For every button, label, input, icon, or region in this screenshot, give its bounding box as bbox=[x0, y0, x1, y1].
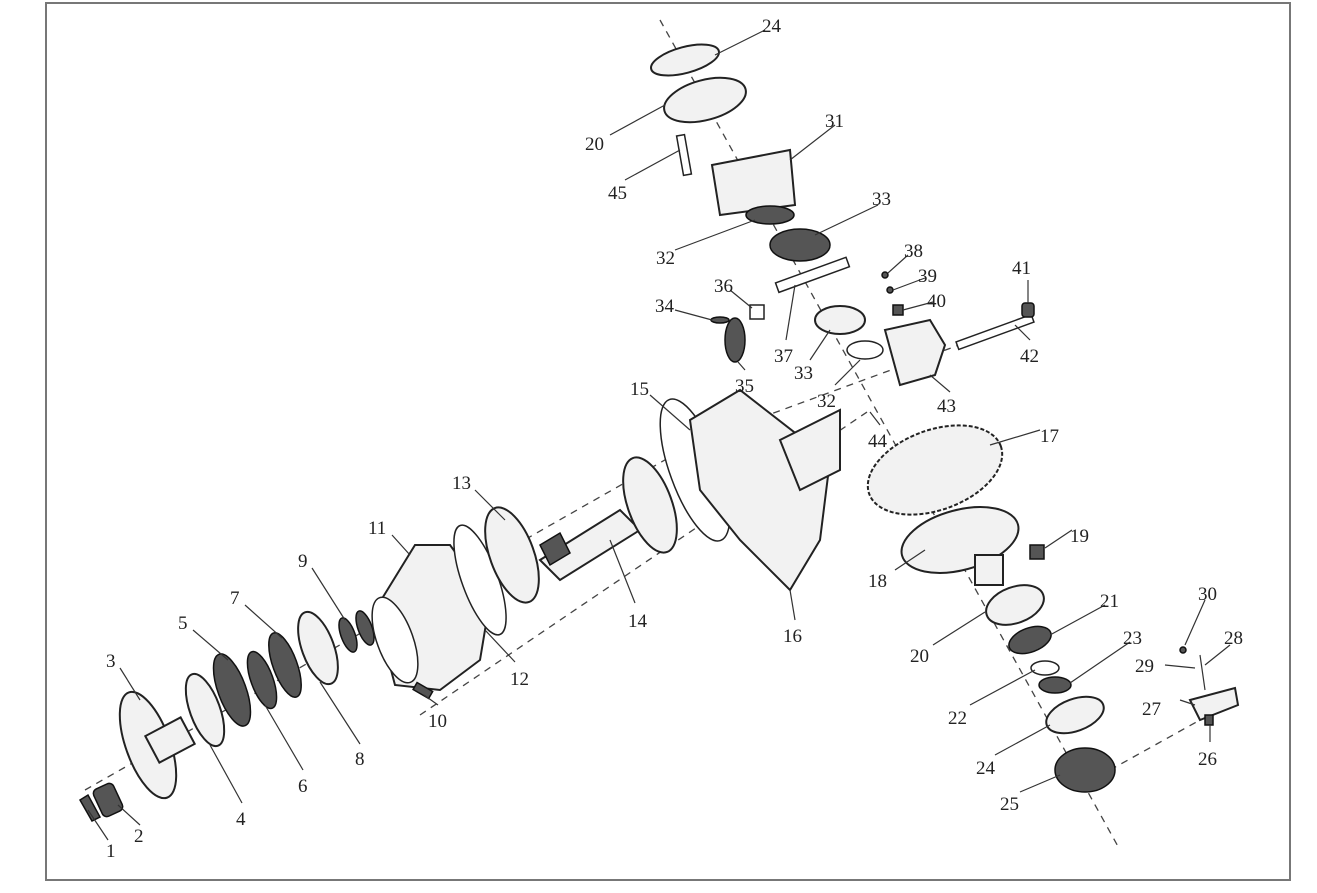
part-31-case-half bbox=[710, 148, 797, 217]
label-24-lower: 24 bbox=[976, 758, 996, 779]
part-43-housing bbox=[883, 318, 947, 387]
part-39-washer bbox=[886, 286, 894, 294]
part-9-spacer bbox=[338, 617, 358, 653]
part-24-top-adjuster bbox=[650, 43, 720, 77]
part-22-washer bbox=[1030, 660, 1060, 676]
part-19-bolt bbox=[1029, 544, 1045, 560]
label-6: 6 bbox=[298, 776, 308, 797]
label-5: 5 bbox=[178, 613, 188, 634]
label-22: 22 bbox=[948, 708, 967, 729]
part-20-top-bearing bbox=[663, 76, 747, 124]
part-17-ring-gear bbox=[866, 424, 1004, 516]
label-25: 25 bbox=[1000, 794, 1019, 815]
part-number-labels: 1 2 3 4 5 6 7 8 9 10 11 12 13 14 15 16 1… bbox=[106, 16, 1243, 862]
label-17: 17 bbox=[1040, 426, 1059, 447]
part-33-side-gear-top bbox=[769, 228, 831, 262]
label-38: 38 bbox=[904, 241, 923, 262]
label-19: 19 bbox=[1070, 526, 1089, 547]
part-1-cotter-pin bbox=[78, 793, 102, 822]
label-14: 14 bbox=[628, 611, 648, 632]
label-39: 39 bbox=[918, 266, 937, 287]
part-13-bearing bbox=[484, 506, 540, 604]
part-25-side-gear bbox=[1054, 747, 1116, 793]
label-32-upper: 32 bbox=[656, 248, 675, 269]
part-35-pinion-gear bbox=[724, 317, 746, 363]
label-32-lower: 32 bbox=[817, 391, 836, 412]
label-34: 34 bbox=[655, 296, 675, 317]
part-10-bolt bbox=[412, 681, 434, 700]
label-35: 35 bbox=[735, 376, 754, 397]
label-33-upper: 33 bbox=[872, 189, 891, 210]
label-4: 4 bbox=[236, 809, 246, 830]
label-40: 40 bbox=[927, 291, 946, 312]
part-32-washer-low bbox=[846, 340, 884, 360]
part-32-washer-top bbox=[745, 205, 795, 225]
part-28-bolt bbox=[1199, 654, 1206, 691]
part-23-shim bbox=[1038, 676, 1072, 694]
part-36-block bbox=[749, 304, 765, 320]
label-9: 9 bbox=[298, 551, 308, 572]
label-18: 18 bbox=[868, 571, 887, 592]
label-27: 27 bbox=[1142, 699, 1161, 720]
label-13: 13 bbox=[452, 473, 471, 494]
part-4-seal bbox=[184, 672, 226, 748]
label-31: 31 bbox=[825, 111, 844, 132]
part-26-bolt bbox=[1204, 714, 1214, 726]
part-45-bolt bbox=[675, 133, 693, 177]
label-20-lower: 20 bbox=[910, 646, 929, 667]
label-21: 21 bbox=[1100, 591, 1119, 612]
leader-lines bbox=[87, 29, 1231, 841]
label-16: 16 bbox=[783, 626, 802, 647]
label-10: 10 bbox=[428, 711, 447, 732]
part-27-lock-plate bbox=[1188, 686, 1240, 722]
part-37-cross-shaft bbox=[774, 256, 851, 294]
part-33-side-gear-low bbox=[814, 305, 866, 335]
label-1: 1 bbox=[106, 841, 116, 862]
part-41-nut bbox=[1021, 302, 1035, 318]
part-38-screw bbox=[881, 271, 889, 279]
label-8: 8 bbox=[355, 749, 365, 770]
label-7: 7 bbox=[230, 588, 240, 609]
label-37: 37 bbox=[774, 346, 793, 367]
part-7-bearing-race bbox=[268, 632, 302, 698]
label-26: 26 bbox=[1198, 749, 1217, 770]
label-20-upper: 20 bbox=[585, 134, 604, 155]
part-2-nut bbox=[92, 782, 124, 818]
label-45: 45 bbox=[608, 183, 627, 204]
part-34-washer bbox=[710, 316, 730, 324]
label-43: 43 bbox=[937, 396, 956, 417]
label-23: 23 bbox=[1123, 628, 1142, 649]
label-42: 42 bbox=[1020, 346, 1039, 367]
label-24-upper: 24 bbox=[762, 16, 782, 37]
part-30-washer bbox=[1179, 646, 1187, 654]
part-24-bearing-adjuster bbox=[1045, 695, 1105, 735]
label-28: 28 bbox=[1224, 628, 1243, 649]
label-3: 3 bbox=[106, 651, 116, 672]
part-40-nut bbox=[892, 304, 904, 316]
part-5-ring bbox=[212, 653, 252, 727]
label-44: 44 bbox=[868, 431, 888, 452]
part-8-bearing bbox=[297, 610, 339, 686]
label-2: 2 bbox=[134, 826, 144, 847]
label-11: 11 bbox=[368, 518, 386, 539]
label-33-lower: 33 bbox=[794, 363, 813, 384]
label-30: 30 bbox=[1198, 584, 1217, 605]
part-6-shim bbox=[246, 650, 278, 710]
part-20-bearing bbox=[985, 584, 1045, 626]
part-42-shaft bbox=[955, 313, 1035, 351]
label-12: 12 bbox=[510, 669, 529, 690]
label-29: 29 bbox=[1135, 656, 1154, 677]
label-15: 15 bbox=[630, 379, 649, 400]
label-36: 36 bbox=[714, 276, 733, 297]
parts bbox=[78, 43, 1240, 822]
part-21-side-gear bbox=[1008, 625, 1052, 655]
label-41: 41 bbox=[1012, 258, 1031, 279]
